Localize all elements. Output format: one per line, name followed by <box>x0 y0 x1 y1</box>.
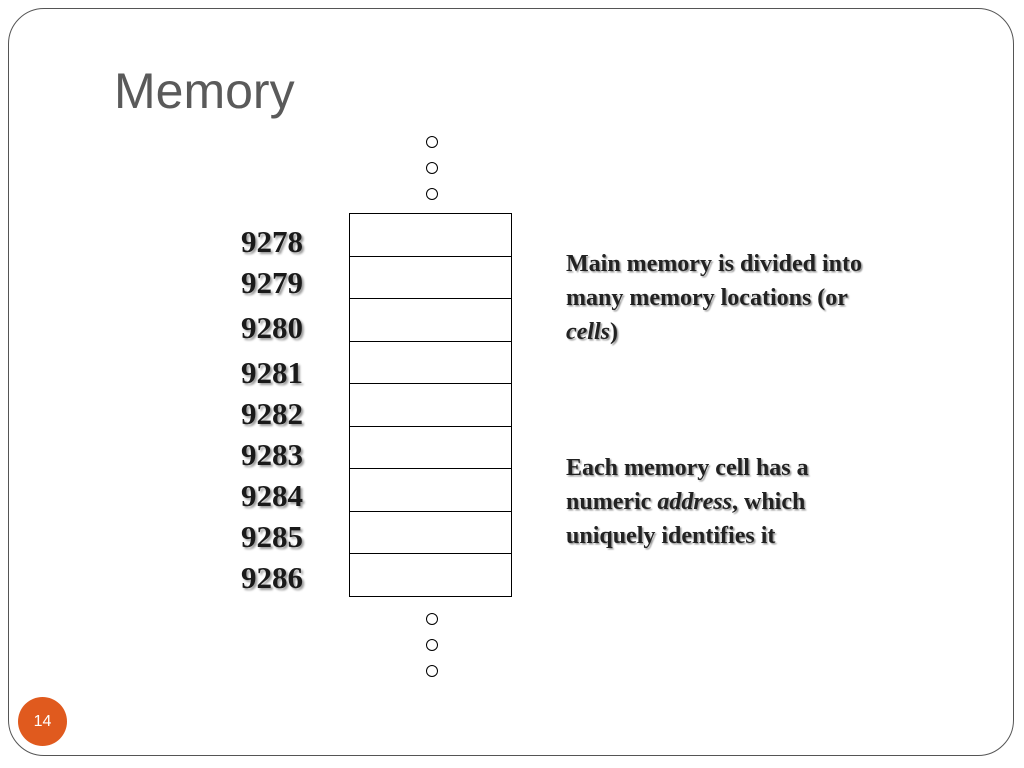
address-label: 9278 <box>241 224 303 259</box>
ellipsis-top <box>426 136 438 214</box>
dot-icon <box>426 162 438 174</box>
memory-cell <box>350 427 511 469</box>
memory-cell <box>350 342 511 384</box>
memory-cell <box>350 384 511 427</box>
address-label: 9286 <box>241 560 303 595</box>
note-emphasis: cells <box>566 319 610 345</box>
dot-icon <box>426 136 438 148</box>
note-text: , which uniquely identifies it <box>566 489 806 549</box>
memory-cell <box>350 469 511 512</box>
address-label: 9282 <box>241 396 303 431</box>
memory-cell <box>350 214 511 257</box>
dot-icon <box>426 613 438 625</box>
dot-icon <box>426 639 438 651</box>
address-label: 9280 <box>241 310 303 345</box>
note-emphasis: address <box>657 489 732 515</box>
address-label: 9285 <box>241 519 303 554</box>
memory-cell <box>350 299 511 342</box>
note-address: Each memory cell has a numeric address, … <box>566 451 886 553</box>
ellipsis-bottom <box>426 613 438 691</box>
memory-cell <box>350 512 511 554</box>
memory-cells <box>349 213 512 597</box>
dot-icon <box>426 665 438 677</box>
dot-icon <box>426 188 438 200</box>
memory-cell <box>350 257 511 299</box>
memory-cell <box>350 554 511 597</box>
slide-frame <box>8 8 1014 756</box>
address-label: 9281 <box>241 355 303 390</box>
address-label: 9283 <box>241 437 303 472</box>
slide-title: Memory <box>114 63 295 119</box>
note-cells: Main memory is divided into many memory … <box>566 247 886 349</box>
note-text: ) <box>609 319 618 345</box>
note-text: Main memory is divided into many memory … <box>566 251 863 311</box>
address-label: 9284 <box>241 478 303 513</box>
note-text: Each memory cell has a numeric <box>566 455 809 515</box>
page-number-badge: 14 <box>18 697 67 746</box>
address-label: 9279 <box>241 265 303 300</box>
